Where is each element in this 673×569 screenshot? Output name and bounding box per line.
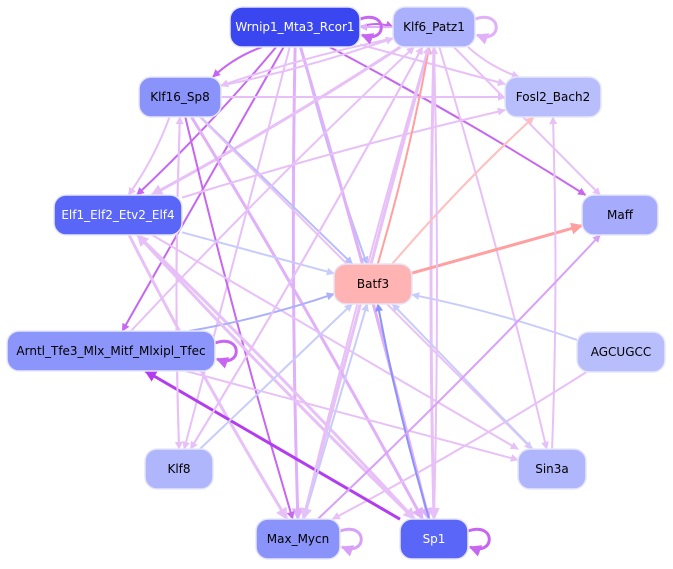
- node-label: Sp1: [423, 532, 446, 546]
- node-klf16[interactable]: Klf16_Sp8: [138, 76, 222, 118]
- edge-klf8-to-klf16: [175, 116, 184, 450]
- edge-agcugcc-to-batf3: [411, 292, 578, 341]
- node-label: Maff: [607, 208, 634, 222]
- node-box: [392, 6, 476, 48]
- node-label: Elf1_Elf2_Etv2_Elf4: [61, 208, 174, 222]
- edge-agcugcc-to-maxmycn: [331, 371, 587, 520]
- node-sp1[interactable]: Sp1: [399, 518, 469, 560]
- edge-wrnip1-to-elf1: [136, 46, 277, 196]
- node-box: [576, 331, 666, 373]
- node-box: [399, 518, 469, 560]
- edge-wrnip1-to-maff: [329, 46, 587, 196]
- node-box: [581, 194, 659, 236]
- node-label: Max_Mycn: [267, 532, 329, 546]
- node-agcugcc[interactable]: AGCUGCC: [576, 331, 666, 373]
- node-sin3a[interactable]: Sin3a: [517, 448, 587, 490]
- edge-klf6-to-sin3a: [438, 46, 549, 450]
- node-wrnip1[interactable]: Wrnip1_Mta3_Rcor1: [229, 6, 361, 48]
- node-maxmycn[interactable]: Max_Mycn: [255, 518, 341, 560]
- self-loop-maxmycn: [339, 527, 363, 557]
- node-fosl2[interactable]: Fosl2_Bach2: [504, 76, 602, 118]
- node-label: AGCUGCC: [591, 345, 652, 359]
- self-loop-klf6: [474, 15, 498, 45]
- node-batf3[interactable]: Batf3: [333, 263, 413, 305]
- node-label: Sin3a: [535, 462, 569, 476]
- edge-klf6-to-fosl2: [467, 46, 520, 79]
- node-klf8[interactable]: Klf8: [144, 448, 214, 490]
- node-maff[interactable]: Maff: [581, 194, 659, 236]
- node-box: [333, 263, 413, 305]
- edge-batf3-to-fosl2: [391, 116, 535, 265]
- node-klf6[interactable]: Klf6_Patz1: [392, 6, 476, 48]
- node-elf1[interactable]: Elf1_Elf2_Etv2_Elf4: [53, 194, 183, 236]
- node-box: [229, 6, 361, 48]
- self-loop-sp1: [467, 527, 491, 557]
- edge-klf8-to-klf6: [189, 46, 424, 450]
- self-loop-arntl: [214, 339, 238, 369]
- edge-klf16-to-sp1: [190, 116, 424, 521]
- edge-klf6-to-elf1: [150, 45, 402, 197]
- node-box: [138, 76, 222, 118]
- edge-klf6-to-sp1: [427, 46, 440, 521]
- node-box: [144, 448, 214, 490]
- edge-batf3-to-klf6: [376, 46, 432, 265]
- node-label: Batf3: [357, 277, 389, 291]
- node-label: Wrnip1_Mta3_Rcor1: [235, 20, 354, 34]
- edge-wrnip1-to-maxmycn: [291, 46, 304, 521]
- node-label: Klf6_Patz1: [403, 20, 465, 34]
- node-label: Klf8: [167, 462, 190, 476]
- node-box: [6, 330, 216, 372]
- edge-klf16-to-elf1: [127, 116, 171, 196]
- node-box: [517, 448, 587, 490]
- edge-arntl-to-batf3: [189, 292, 335, 332]
- edge-wrnip1-to-klf16: [212, 46, 263, 78]
- edge-maxmycn-to-batf3: [302, 303, 369, 520]
- edge-sp1-to-klf6: [430, 46, 439, 520]
- edge-arntl-to-sin3a: [185, 370, 519, 462]
- edge-klf16-to-maxmycn: [184, 116, 295, 520]
- edge-batf3-to-maff: [411, 222, 584, 275]
- edge-klf8-to-batf3: [199, 303, 353, 450]
- edge-elf1-to-maxmycn: [127, 234, 289, 521]
- node-label: Arntl_Tfe3_Mlx_Mitf_Mlxipl_Tfec: [16, 344, 205, 358]
- node-box: [504, 76, 602, 118]
- node-arntl[interactable]: Arntl_Tfe3_Mlx_Mitf_Mlxipl_Tfec: [6, 330, 216, 372]
- node-box: [53, 194, 183, 236]
- edge-elf1-to-fosl2: [181, 107, 506, 199]
- node-box: [255, 518, 341, 560]
- edge-klf16-to-klf6: [220, 36, 394, 87]
- edge-elf1-to-sin3a: [151, 234, 519, 450]
- edge-maxmycn-to-maff: [317, 234, 601, 520]
- node-label: Klf16_Sp8: [150, 90, 210, 104]
- self-loops-layer: [214, 15, 498, 557]
- edge-arntl-to-klf6: [130, 46, 415, 332]
- edge-sp1-to-batf3: [375, 303, 431, 520]
- node-label: Fosl2_Bach2: [516, 90, 590, 104]
- edge-elf1-to-batf3: [181, 231, 335, 276]
- self-loop-wrnip1: [359, 15, 383, 45]
